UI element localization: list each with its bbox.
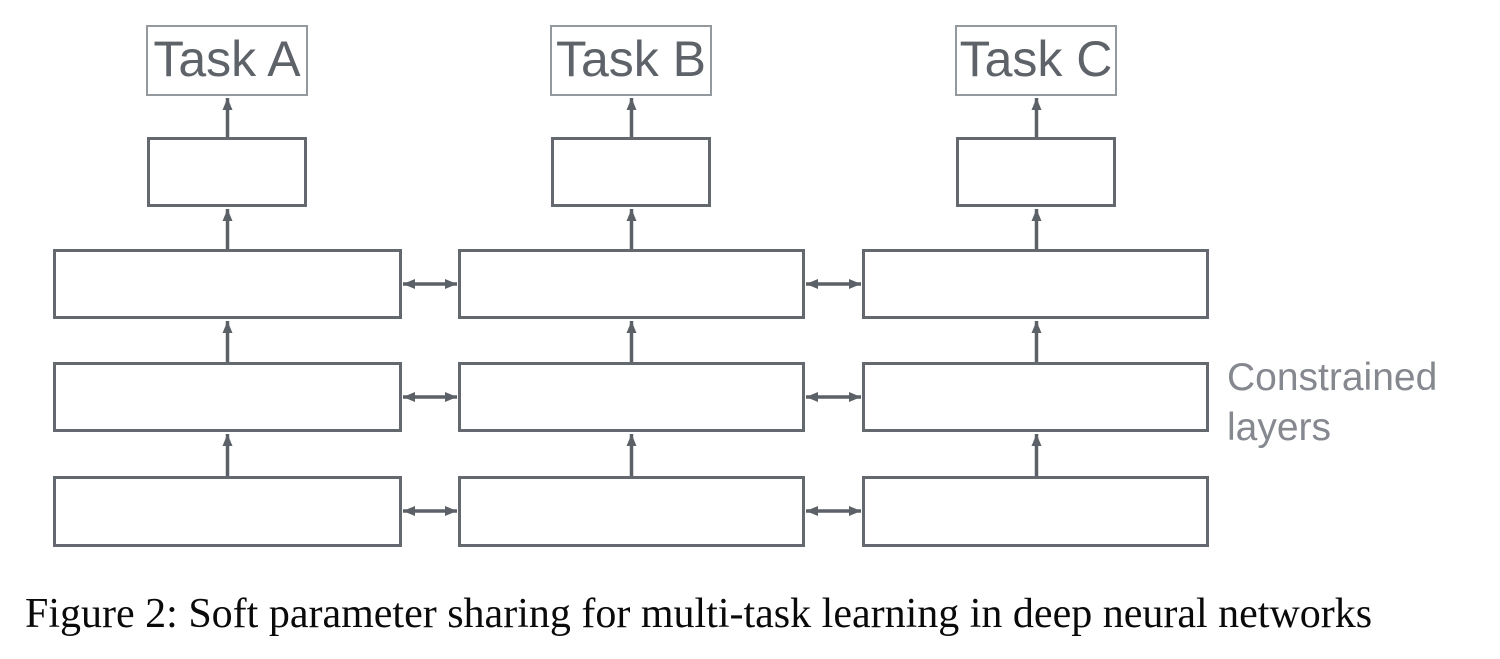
task-b-box: Task B [550,25,712,96]
top-layer-box-task-b [551,137,711,207]
constrained-layer2-box-task-a [53,362,402,432]
constrained-layer3-box-task-c [862,249,1209,319]
constrained-layer1-box-task-a [53,476,402,547]
constrained-layers-annotation: Constrained layers [1227,353,1437,453]
task-c-box: Task C [955,25,1117,96]
constrained-layer2-box-task-c [862,362,1209,432]
constrained-layers-line1: Constrained [1227,356,1438,399]
task-a-box: Task A [146,25,308,96]
figure-caption: Figure 2: Soft parameter sharing for mul… [25,591,1373,637]
constrained-layer1-box-task-b [458,476,805,547]
constrained-layer2-box-task-b [458,362,805,432]
constrained-layer3-box-task-b [458,249,805,319]
task-b-label: Task B [555,31,707,87]
top-layer-box-task-c [956,137,1116,207]
task-a-label: Task A [153,31,301,87]
constrained-layer3-box-task-a [53,249,402,319]
top-layer-box-task-a [147,137,307,207]
constrained-layer1-box-task-c [862,476,1209,547]
constrained-layers-line2: layers [1227,406,1332,449]
task-c-label: Task C [959,31,1113,87]
